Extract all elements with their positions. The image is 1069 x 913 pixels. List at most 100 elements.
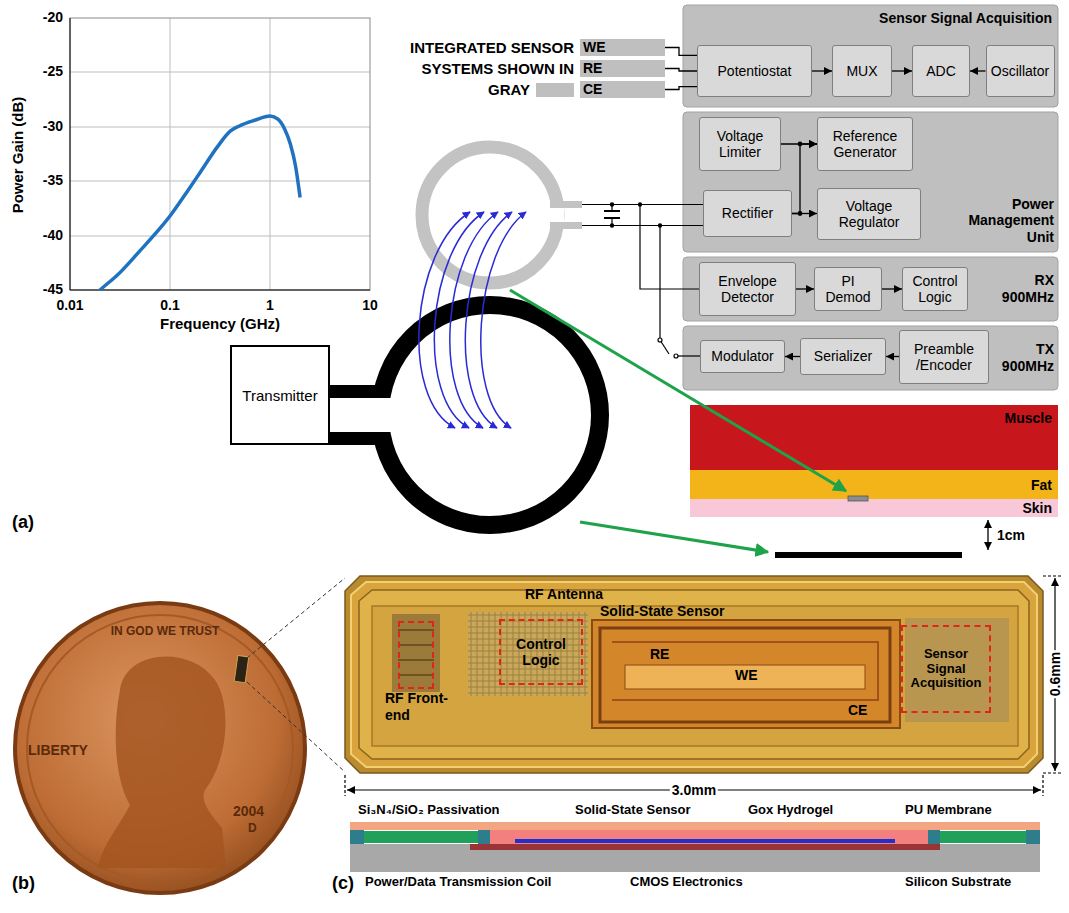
node-label: PI Demod: [818, 273, 878, 305]
electrode-label: WE: [735, 667, 758, 683]
tissue-details: [775, 552, 962, 558]
die-region: Control Logic: [499, 619, 583, 685]
die-label: RF Antenna: [525, 586, 603, 602]
field-lines: [419, 212, 470, 428]
junction-dot: [798, 211, 803, 216]
coil-wiring: [604, 210, 620, 212]
die-photo: [372, 606, 1018, 746]
tick-label: -20: [43, 9, 63, 25]
circuit-block: Voltage Regulator: [817, 188, 921, 240]
die-photo: [398, 630, 434, 675]
tissue-layer: Skin: [690, 499, 1058, 517]
connector: [785, 356, 800, 357]
dimension-label: 3.0mm: [670, 782, 718, 798]
chart-grid: [70, 236, 370, 237]
connector: [886, 356, 899, 357]
callout-arrows: [510, 290, 846, 552]
coil-wiring: [676, 355, 700, 356]
penny: [15, 603, 305, 893]
connector: [970, 70, 986, 71]
cross-section: [940, 831, 1026, 843]
connector: [892, 70, 912, 71]
coil-wiring: [610, 202, 614, 206]
legend-entry: INTEGRATED SENSOR SYSTEMS SHOWN IN GRAY: [384, 37, 574, 100]
chart-axis: [70, 18, 71, 290]
die-photo: [625, 665, 865, 689]
electrode-label: CE: [848, 702, 867, 718]
tissue-details: [775, 496, 988, 558]
connector: [665, 48, 697, 56]
node-label: RF Front-end: [385, 690, 457, 724]
tissue-fill: [690, 499, 1058, 517]
dimension-lines: [345, 576, 1062, 796]
tissue-layer: Fat: [690, 470, 1058, 499]
connector: [882, 288, 902, 289]
implant-coil: [550, 222, 582, 229]
layer-label: Solid-State Sensor: [575, 803, 691, 818]
panel-heading: TX 900MHz: [992, 341, 1054, 375]
implant-coil: [550, 201, 582, 208]
tissue-layer: Muscle: [690, 405, 1058, 470]
layer-label: Silicon Substrate: [905, 875, 1011, 890]
node-label: Potentiostat: [718, 63, 792, 79]
cross-section: [470, 844, 940, 850]
tissue-fill: [690, 470, 1058, 499]
node-label: ADC: [926, 63, 956, 79]
implant-coil: [422, 147, 582, 283]
die-photo: [600, 628, 890, 722]
coin-inscription: IN GOD WE TRUST: [111, 625, 220, 639]
coil-wiring: [582, 202, 703, 358]
dimension-lines: [1043, 772, 1062, 773]
subsystem-panel: Voltage LimiterReference GeneratorRectif…: [683, 112, 1058, 252]
chart-frame: [70, 18, 370, 290]
legend-swatch: [536, 83, 574, 97]
coil-wiring: [582, 204, 703, 205]
penny: [234, 655, 249, 682]
layer-label: Gox Hydrogel: [748, 803, 833, 818]
cross-section: [364, 831, 478, 843]
electrode-pin: CE: [580, 81, 665, 98]
cross-section: [490, 830, 928, 844]
layer-label: Si₃N₄/SiO₂ Passivation: [358, 803, 500, 818]
connector: [792, 144, 817, 214]
chart-axis: [70, 290, 370, 291]
chart-grid: [70, 18, 370, 290]
penny: [27, 615, 293, 881]
cross-section: [350, 830, 364, 844]
coil-wiring: [640, 205, 700, 290]
panel-heading: Power Management Unit: [958, 196, 1054, 246]
tissue-details: [848, 496, 868, 501]
gain-chart: [70, 18, 370, 303]
node-label: CE: [583, 81, 665, 98]
node-label: Sensor Signal Acquisition: [905, 647, 987, 692]
coil-wiring: [610, 223, 614, 227]
chart-grid: [70, 72, 370, 73]
electrode-pin: WE: [580, 39, 665, 56]
node-label: Rectifier: [722, 205, 773, 221]
dimension-lines: [1043, 575, 1062, 576]
coin-inscription: D: [248, 822, 257, 836]
node-label: Skin: [1022, 500, 1052, 516]
tick-label: -35: [43, 172, 63, 188]
circuit-block: Rectifier: [703, 190, 792, 237]
die-photo: [345, 576, 1043, 773]
field-lines: [481, 212, 526, 428]
circuit-block: Voltage Limiter: [699, 117, 781, 171]
node-label: Muscle: [1005, 410, 1052, 426]
panel-letter: (c): [332, 873, 354, 894]
cross-section: [1026, 830, 1040, 844]
die-photo: [468, 612, 588, 696]
circuit-block: ADC: [912, 45, 970, 97]
tick-label: -25: [43, 63, 63, 79]
coin-inscription: LIBERTY: [28, 742, 88, 758]
gain-curve: [88, 116, 300, 290]
panel-fill: [683, 5, 1058, 107]
die-photo: [612, 642, 878, 700]
die-photo: [905, 618, 1009, 722]
coil-wiring: [658, 223, 662, 227]
circuit-block: Oscillator: [986, 45, 1055, 97]
chart-grid: [270, 18, 271, 290]
chart-grid: [70, 127, 370, 128]
layer-label: Power/Data Transmission Coil: [365, 875, 551, 890]
